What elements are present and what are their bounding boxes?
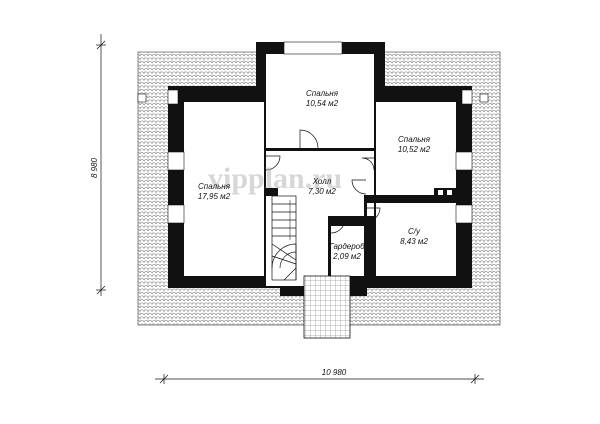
doors (265, 129, 381, 234)
room-area-bedroom-left: 17,95 м2 (198, 192, 231, 201)
room-area-hall: 7,30 м2 (308, 187, 336, 196)
watermark: vipplan.ru (208, 162, 342, 195)
stairs (271, 195, 297, 281)
dimension-width (155, 374, 484, 384)
room-name-hall: Холл (312, 177, 332, 186)
room-area-bedroom-right: 10,52 м2 (398, 145, 431, 154)
dimension-height (96, 34, 106, 296)
room-name-wardrobe: Гардероб (329, 242, 365, 251)
room-area-wardrobe: 2,09 м2 (332, 252, 361, 261)
room-name-bedroom-right: Спальня (398, 135, 431, 144)
room-area-bedroom-top: 10,54 м2 (306, 99, 339, 108)
room-name-bedroom-top: Спальня (306, 89, 339, 98)
skylights (137, 93, 489, 103)
windows (167, 41, 473, 224)
vent-blocks (266, 188, 458, 197)
partitions (264, 100, 456, 280)
room-name-bedroom-left: Спальня (198, 182, 231, 191)
dimension-height-label: 8 980 (90, 157, 99, 178)
room-labels: Спальня 10,54 м2 Спальня 10,52 м2 Холл 7… (198, 89, 431, 261)
room-area-bathroom: 8,43 м2 (400, 237, 428, 246)
room-name-bathroom: С/у (408, 227, 421, 236)
dimension-width-label: 10 980 (322, 368, 347, 377)
entry-porch (292, 275, 362, 339)
